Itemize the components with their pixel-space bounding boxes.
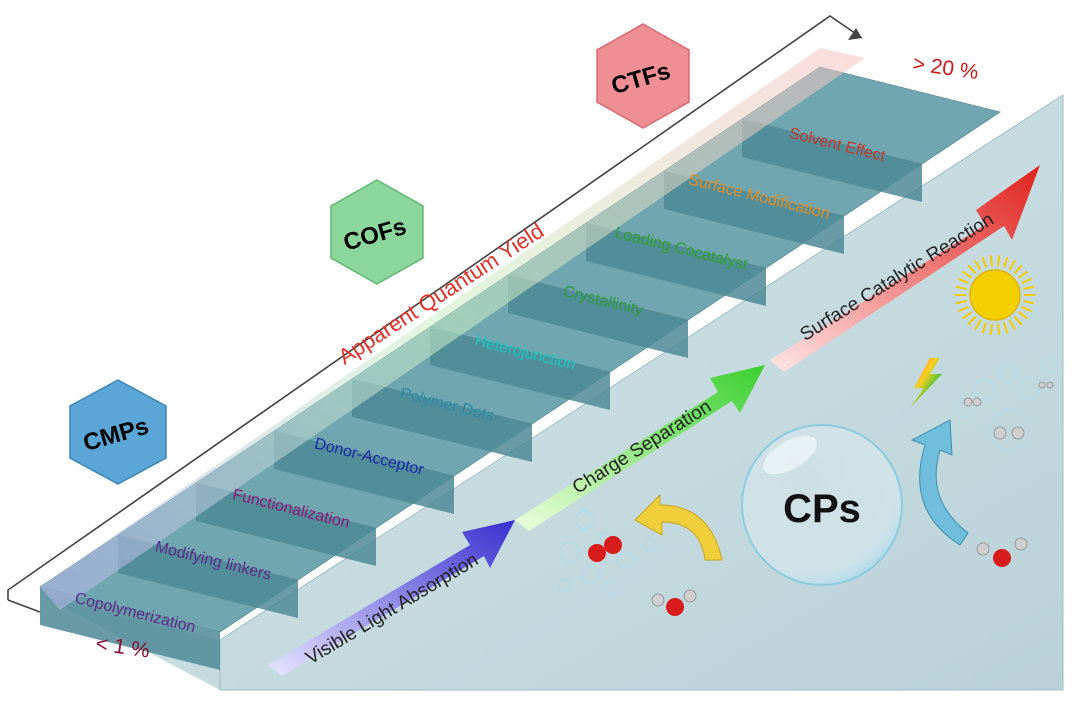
step-riser <box>742 119 922 202</box>
step-riser <box>196 483 376 566</box>
step-riser <box>664 171 844 254</box>
cps-label: CPs <box>783 487 861 531</box>
sun-icon <box>955 255 1035 335</box>
sun-ray <box>989 255 993 267</box>
sun-ray <box>1008 319 1016 331</box>
step-riser <box>352 379 532 462</box>
bubble-highlight <box>763 435 817 475</box>
sun-ray <box>967 264 977 275</box>
watermark: 大数跨境 <box>13 669 114 691</box>
sun-ray <box>1017 270 1028 279</box>
curved-arrow-blue-icon <box>910 419 969 546</box>
watermark-logo-icon <box>13 669 31 687</box>
yield-band <box>40 48 865 610</box>
sun-ray <box>1008 259 1016 271</box>
sun-ray <box>1013 315 1023 326</box>
sun-ray <box>1017 311 1028 320</box>
bracket-foot <box>7 599 41 613</box>
sun-ray <box>974 259 982 271</box>
sun-ray <box>955 285 967 290</box>
water-molecule-icon-right <box>976 537 1028 567</box>
water-molecule-icon-left <box>651 589 697 616</box>
watermark-text: 大数跨境 <box>38 669 114 691</box>
sun-ray <box>1013 264 1023 275</box>
sun-ray <box>967 315 977 326</box>
step-riser <box>118 535 298 618</box>
curved-arrow-yellow-icon <box>634 493 723 561</box>
hexagon-cofs: COFs <box>330 179 424 285</box>
sun-ray <box>1023 300 1035 305</box>
hydrogen-molecule-icon <box>963 381 1054 440</box>
sun-ray <box>1003 256 1009 268</box>
staircase-steps <box>39 66 1001 670</box>
sun-ray <box>1023 285 1035 290</box>
sun-ray <box>962 311 973 320</box>
step-riser <box>40 587 220 670</box>
step-riser <box>586 223 766 306</box>
sun-ray <box>1003 322 1009 334</box>
yield-high-label: > 20 % <box>911 52 980 84</box>
step-riser <box>274 431 454 514</box>
step-riser <box>430 327 610 410</box>
sun-ray <box>958 277 969 285</box>
sun-ray <box>989 323 993 335</box>
sun-ray <box>955 300 967 305</box>
sun-ray <box>981 322 987 334</box>
small-bubbles <box>558 357 1058 596</box>
hexagon-ctfs: CTFs <box>596 23 690 129</box>
oxygen-molecule-icon <box>588 536 622 562</box>
sun-ray <box>1021 305 1032 313</box>
staircase-wall-edge <box>219 94 1064 691</box>
sun-ray <box>997 323 1001 335</box>
sun-ray <box>962 270 973 279</box>
sun-ray <box>958 305 969 313</box>
lightning-icon <box>910 358 942 408</box>
sun-ray <box>1021 277 1032 285</box>
sun-ray <box>974 319 982 331</box>
yield-bracket-line <box>7 15 863 600</box>
hexagon-cmps: CMPs <box>69 379 167 485</box>
sun-ray <box>981 256 987 268</box>
step-riser <box>508 275 688 358</box>
sun-ray <box>997 255 1001 267</box>
bracket-arrowhead-icon <box>848 28 862 40</box>
